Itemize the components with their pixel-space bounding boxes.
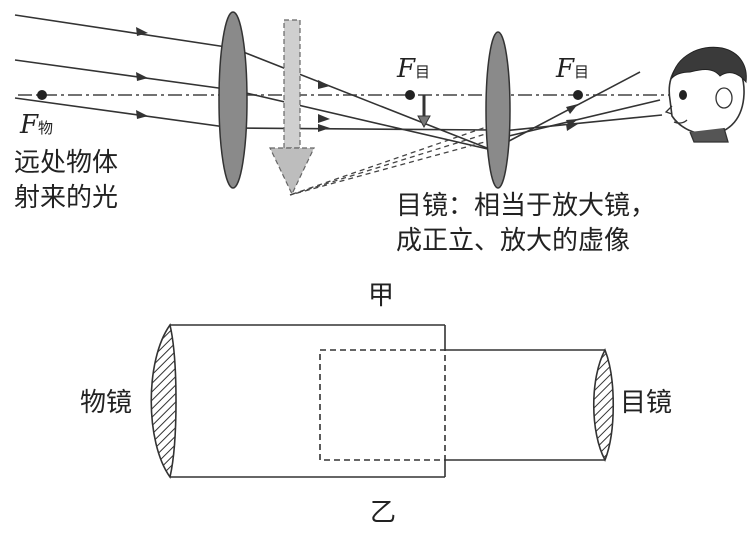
light-caption-line1: 远处物体 [14,148,119,178]
focal-point-eyepiece-right [573,90,583,100]
objective-lens-hatched [150,323,177,479]
observer-face-icon [664,46,747,143]
ray-arrowheads [136,27,330,132]
label-yi: 乙 [370,498,397,528]
incoming-rays [14,14,493,151]
label-jia: 甲 [368,281,395,311]
virtual-image-rays [289,124,493,196]
focal-label-objective: F物 [20,110,54,140]
label-objective: 物镜 [80,388,133,418]
eyepiece-caption-line2: 成正立、放大的虚像 [396,226,631,256]
light-caption-line2: 射来的光 [14,183,119,213]
virtual-image-arrow [269,19,315,196]
telescope-tube-diagram [170,324,605,478]
focal-point-objective [37,90,47,100]
focal-point-eyepiece-left [405,90,415,100]
eyepiece-lens-hatched [593,348,614,462]
label-eyepiece: 目镜 [620,388,673,418]
focal-label-eyepiece-right: F目 [556,54,590,84]
objective-lens [218,11,248,189]
real-image-arrow [417,95,431,129]
eyepiece-output-rays [491,71,663,151]
focal-label-eyepiece-left: F目 [397,54,431,84]
eyepiece-lens [485,31,511,189]
eyepiece-caption-line1: 目镜：相当于放大镜， [396,191,657,221]
